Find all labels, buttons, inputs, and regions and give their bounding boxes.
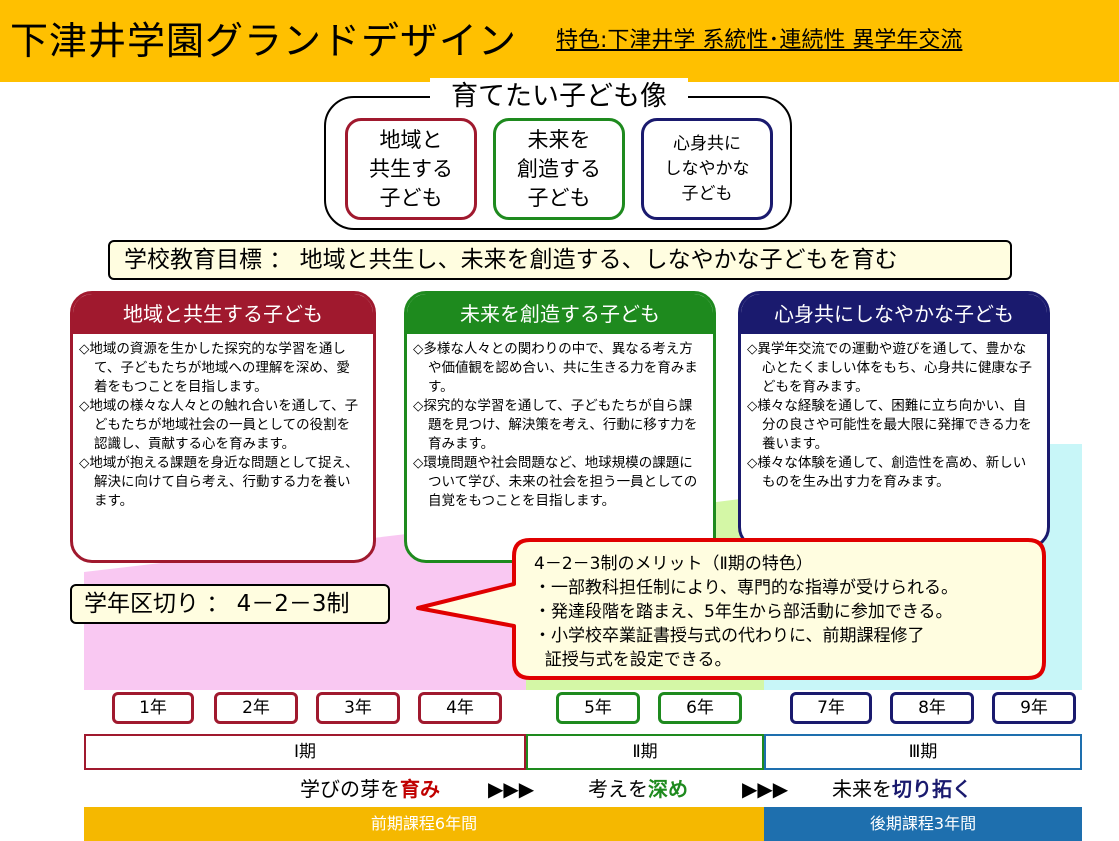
footer-front-course: 前期課程6年間 (84, 807, 764, 841)
column-mindbody-list: 異学年交流での運動や遊びを通して、豊かな心とたくましい体をもち、心身共に健康な子… (741, 334, 1047, 492)
column-community-heading: 地域と共生する子ども (73, 294, 373, 334)
phrase-stage3-text: 未来を (832, 777, 892, 801)
callout-text: 4－2－3制のメリット（Ⅱ期の特色） ・一部教科担任制により、専門的な指導が受け… (534, 552, 1034, 672)
column-mindbody: 心身共にしなやかな子ども 異学年交流での運動や遊びを通して、豊かな心とたくましい… (738, 291, 1050, 549)
grade-box-6: 6年 (658, 692, 742, 724)
vision-item-community: 地域と 共生する 子ども (345, 118, 477, 220)
arrow-stage2-to-3: ▶▶▶ (742, 777, 789, 801)
column-community: 地域と共生する子ども 地域の資源を生かした探究的な学習を通して、子どもたちが地域… (70, 291, 376, 563)
phrase-stage2-emphasis: 深め (648, 777, 688, 801)
grade-division-label: 学年区切り ： 4－2－3制 (70, 584, 390, 624)
grade-box-7: 7年 (790, 692, 872, 724)
phrase-stage1-text: 学びの芽を (300, 777, 400, 801)
callout-line: ・発達段階を踏まえ、5年生から部活動に参加できる。 (534, 602, 953, 622)
list-item: 地域の様々な人々との触れ合いを通して、子どもたちが地域社会の一員としての役割を認… (79, 397, 363, 454)
callout-title: 4－2－3制のメリット（Ⅱ期の特色） (534, 554, 813, 574)
period-2: Ⅱ期 (526, 734, 764, 770)
header-bar (0, 0, 1119, 82)
phrase-stage2: 考えを深め (588, 776, 688, 802)
list-item: 地域が抱える課題を身近な問題として捉え、解決に向けて自ら考え、行動する力を養いま… (79, 454, 363, 511)
phrase-stage1-emphasis: 育み (400, 777, 440, 801)
arrow-stage1-to-2: ▶▶▶ (488, 777, 535, 801)
grade-box-9: 9年 (992, 692, 1076, 724)
list-item: 多様な人々との関わりの中で、異なる考え方や価値観を認め合い、共に生きる力を育みま… (413, 340, 703, 397)
callout-bubble (416, 538, 1046, 680)
column-mindbody-heading: 心身共にしなやかな子ども (741, 294, 1047, 334)
phrase-stage3-emphasis: 切り拓く (892, 777, 972, 801)
vision-item-mindbody: 心身共に しなやかな 子ども (641, 118, 773, 220)
column-future-list: 多様な人々との関わりの中で、異なる考え方や価値観を認め合い、共に生きる力を育みま… (407, 334, 713, 511)
list-item: 環境問題や社会問題など、地球規模の課題について学び、未来の社会を担う一員としての… (413, 454, 703, 511)
list-item: 様々な体験を通して、創造性を高め、新しいものを生み出す力を育みます。 (747, 454, 1037, 492)
callout-line: ・一部教科担任制により、専門的な指導が受けられる。 (534, 578, 958, 598)
grade-box-5: 5年 (556, 692, 640, 724)
column-community-list: 地域の資源を生かした探究的な学習を通して、子どもたちが地域への理解を深め、愛着を… (73, 334, 373, 511)
vision-item-future: 未来を 創造する 子ども (493, 118, 625, 220)
list-item: 探究的な学習を通して、子どもたちが自ら課題を見つけ、解決策を考え、行動に移す力を… (413, 397, 703, 454)
grade-box-4: 4年 (418, 692, 502, 724)
grade-box-1: 1年 (112, 692, 194, 724)
period-1: Ⅰ期 (84, 734, 526, 770)
callout-line: 証授与式を設定できる。 (534, 650, 732, 670)
phrase-stage2-text: 考えを (588, 777, 648, 801)
column-future-heading: 未来を創造する子ども (407, 294, 713, 334)
list-item: 地域の資源を生かした探究的な学習を通して、子どもたちが地域への理解を深め、愛着を… (79, 340, 363, 397)
column-future: 未来を創造する子ども 多様な人々との関わりの中で、異なる考え方や価値観を認め合い… (404, 291, 716, 563)
phrase-stage1: 学びの芽を育み (300, 776, 440, 802)
callout-line: ・小学校卒業証書授与式の代わりに、前期課程修了 (534, 626, 925, 646)
vision-heading: 育てたい子ども像 (430, 78, 688, 116)
page-title: 下津井学園グランドデザイン (10, 19, 518, 63)
period-3: Ⅲ期 (764, 734, 1082, 770)
footer-back-course: 後期課程3年間 (764, 807, 1082, 841)
grade-box-3: 3年 (316, 692, 400, 724)
feature-text: 特色:下津井学 系統性･連続性 異学年交流 (556, 28, 963, 53)
grade-box-2: 2年 (214, 692, 298, 724)
list-item: 異学年交流での運動や遊びを通して、豊かな心とたくましい体をもち、心身共に健康な子… (747, 340, 1037, 397)
list-item: 様々な経験を通して、困難に立ち向かい、自分の良さや可能性を最大限に発揮できる力を… (747, 397, 1037, 454)
grade-box-8: 8年 (890, 692, 974, 724)
phrase-stage3: 未来を切り拓く (832, 776, 972, 802)
school-goal: 学校教育目標 ： 地域と共生し、未来を創造する、しなやかな子どもを育む (108, 240, 1012, 280)
